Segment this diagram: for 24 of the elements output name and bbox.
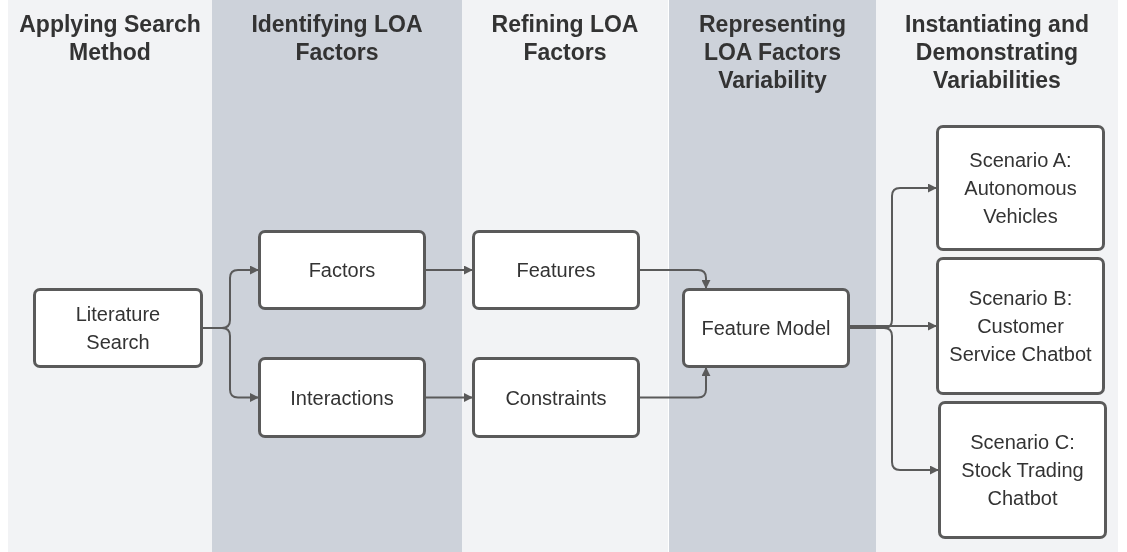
- swimlane: [876, 0, 1118, 552]
- process-box: Literature Search: [33, 288, 203, 368]
- process-box: Features: [472, 230, 640, 310]
- swimlane: [462, 0, 668, 552]
- process-box: Scenario B: Customer Service Chatbot: [936, 257, 1105, 395]
- swimlane: [8, 0, 212, 552]
- process-box: Constraints: [472, 357, 640, 438]
- lane-heading: Refining LOA Factors: [490, 10, 640, 66]
- process-box: Scenario C: Stock Trading Chatbot: [938, 401, 1107, 539]
- process-box: Interactions: [258, 357, 426, 438]
- arrow: [425, 393, 473, 402]
- process-box: Feature Model: [682, 288, 850, 368]
- lane-heading: Representing LOA Factors Variability: [698, 10, 847, 94]
- arrow: [639, 367, 711, 399]
- swimlane: [669, 0, 876, 552]
- lane-heading: Identifying LOA Factors: [250, 10, 424, 66]
- swimlane: [212, 0, 462, 552]
- arrow: [639, 269, 711, 289]
- process-box: Factors: [258, 230, 426, 310]
- arrow: [849, 321, 937, 331]
- lane-heading: Instantiating and Demonstrating Variabilities: [904, 10, 1090, 94]
- lane-heading: Applying Search Method: [18, 10, 202, 66]
- process-box: Scenario A: Autonomous Vehicles: [936, 125, 1105, 251]
- arrow: [425, 265, 473, 275]
